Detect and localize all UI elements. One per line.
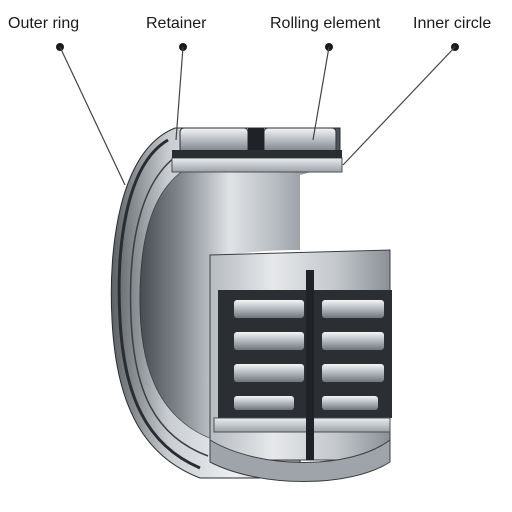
label-retainer: Retainer [146, 15, 207, 32]
retainer-leader [175, 46, 184, 141]
label-outer-ring: Outer ring [8, 15, 79, 32]
rolling-element-leader [312, 46, 330, 141]
label-rolling-element: Rolling element [270, 15, 381, 32]
inner-circle-leader [342, 46, 456, 166]
outer-ring-leader [59, 46, 126, 186]
leader-lines [56, 43, 459, 186]
label-inner-circle: Inner circle [413, 15, 491, 32]
inner-ring-top-section [171, 127, 343, 173]
labels: Outer ring Retainer Rolling element Inne… [8, 15, 491, 32]
roller-cage-block [209, 249, 392, 482]
